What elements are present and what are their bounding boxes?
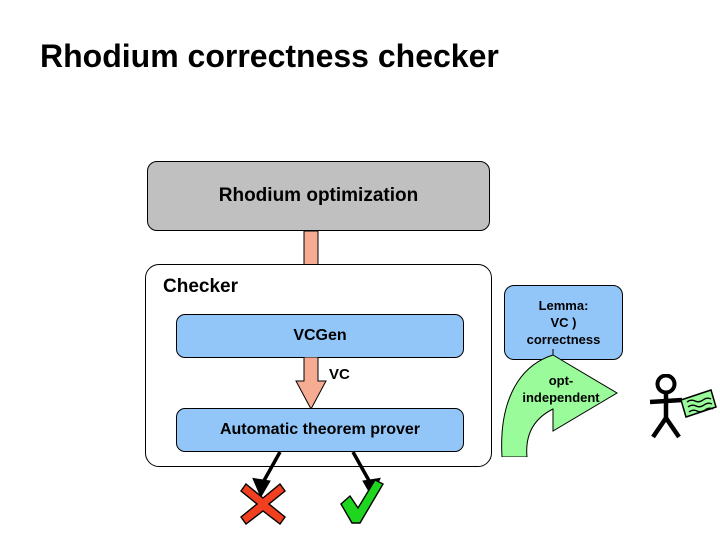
pass-mark-icon <box>340 479 384 524</box>
lemma-line-2: VC ) <box>550 315 577 330</box>
vc-edge-label: VC <box>329 366 350 383</box>
automatic-theorem-prover-box: Automatic theorem prover <box>176 408 464 452</box>
checker-label: Checker <box>163 276 238 297</box>
rhodium-optimization-label: Rhodium optimization <box>218 185 419 206</box>
rhodium-optimization-box: Rhodium optimization <box>147 161 490 231</box>
opt-independent-line-2: independent <box>522 390 600 405</box>
fail-mark-icon <box>240 482 286 525</box>
opt-independent-label: opt- independent <box>505 372 617 406</box>
notepad-icon <box>680 389 717 418</box>
lemma-line-3: correctness <box>526 332 601 347</box>
automatic-theorem-prover-label: Automatic theorem prover <box>219 421 421 438</box>
page-title: Rhodium correctness checker <box>40 38 499 74</box>
lemma-box: Lemma: VC ) correctness <box>504 285 623 360</box>
opt-independent-arrow <box>501 349 618 457</box>
opt-independent-line-1: opt- <box>548 373 574 388</box>
vcgen-label: VCGen <box>293 327 347 344</box>
lemma-line-1: Lemma: <box>538 298 589 313</box>
vcgen-box: VCGen <box>176 314 464 358</box>
arrow-vcgen-to-prover <box>295 357 327 410</box>
stick-figure-icon <box>649 374 717 439</box>
